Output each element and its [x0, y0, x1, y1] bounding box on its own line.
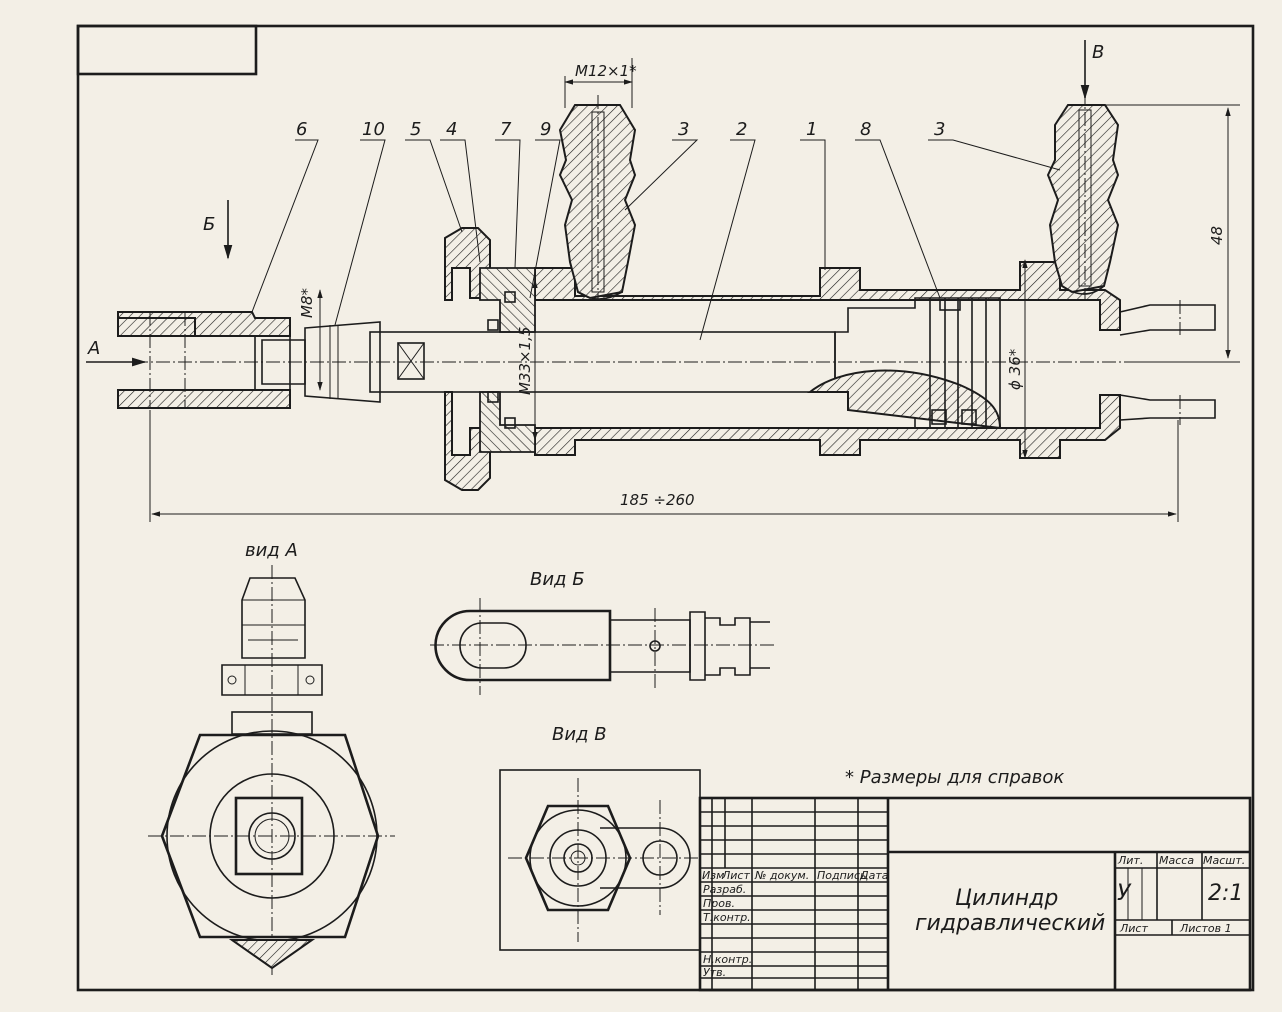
tb-title-line1: Цилиндр: [955, 886, 1058, 911]
title-block: Изм Лист № докум. Подпись Дата Разраб. П…: [698, 796, 1252, 992]
view-b-title: Вид Б: [530, 569, 585, 590]
view-b: Вид Б: [430, 569, 775, 695]
view-arrow-b-label: Б: [203, 214, 215, 235]
part-label-10: 10: [362, 119, 385, 140]
view-a: вид А: [148, 540, 395, 978]
cylinder-body-bottom-wall: [534, 394, 1121, 459]
tb-row-nkontr: Н.контр.: [703, 953, 752, 966]
part-label-3b: 3: [934, 119, 945, 140]
clevis-upper-lug: [117, 317, 196, 337]
view-v-title: Вид В: [552, 724, 607, 745]
o-ring-seal-7: [487, 319, 499, 331]
part-label-3a: 3: [678, 119, 689, 140]
piston-rod-end-section: [807, 369, 1002, 430]
view-a-title: вид А: [245, 540, 298, 561]
end-cap-nut: [444, 227, 491, 301]
clevis-shank: [254, 336, 306, 390]
dim-bore-diameter: ϕ 36*: [1006, 348, 1024, 390]
clevis-lower: [117, 389, 291, 409]
dim-fitting-thread: M12×1*: [575, 62, 637, 80]
piston-spring: [929, 298, 987, 428]
part-label-9: 9: [540, 119, 551, 140]
view-arrow-a-label: A: [87, 338, 100, 359]
part-label-2: 2: [736, 119, 747, 140]
tb-sheets-label: Листов 1: [1179, 922, 1232, 935]
dim-rod-thread: M8*: [298, 288, 316, 318]
part-label-7: 7: [500, 119, 512, 140]
part-label-1: 1: [806, 119, 817, 140]
tb-sheet-label: Лист: [1119, 922, 1148, 935]
rear-fork-lug: [1119, 304, 1216, 421]
lock-nut-10: [304, 321, 381, 403]
tb-col-izm: Изм: [702, 869, 724, 882]
reference-note: * Размеры для справок: [845, 767, 1064, 788]
dim-cap-thread: M33×1,5: [516, 327, 534, 395]
view-v: Вид В: [499, 724, 701, 951]
view-arrow-v-label: В: [1092, 42, 1104, 63]
tb-col-date: Дата: [859, 869, 889, 882]
tb-title-line2: гидравлический: [915, 911, 1105, 936]
dim-total-length: 185 ÷260: [620, 491, 695, 509]
main-section-view: M12×1* 48 ϕ 36* M33×1,5 M8* 185 ÷260 A Б…: [86, 40, 1240, 522]
fitting-right: [1046, 104, 1120, 294]
tb-lit-header: Лит.: [1117, 854, 1143, 867]
dim-height: 48: [1208, 226, 1226, 245]
tb-mass-header: Масса: [1159, 854, 1194, 867]
tb-col-list: Лист: [721, 869, 750, 882]
tb-col-doc: № докум.: [754, 869, 809, 882]
cylinder-body-top-wall: [534, 261, 1121, 331]
tb-row-razrab: Разраб.: [703, 883, 746, 896]
tb-col-sign: Подпись: [817, 869, 866, 882]
tb-row-prov: Пров.: [703, 897, 735, 910]
tb-scale-header: Масшт.: [1203, 854, 1245, 867]
tb-row-utv: Утв.: [703, 966, 726, 979]
part-leaders: [251, 139, 1061, 341]
part-label-8: 8: [860, 119, 871, 140]
part-label-5: 5: [410, 119, 421, 140]
tb-row-tkontr: Т.контр.: [703, 911, 751, 924]
o-ring-seal-9: [504, 291, 516, 303]
tb-lit-value: У: [1117, 881, 1132, 906]
tb-scale-value: 2:1: [1208, 881, 1243, 906]
part-label-6: 6: [296, 119, 307, 140]
part-label-4: 4: [446, 119, 457, 140]
o-ring-seal-9b: [504, 417, 516, 429]
drawing-frame: [76, 24, 1255, 992]
